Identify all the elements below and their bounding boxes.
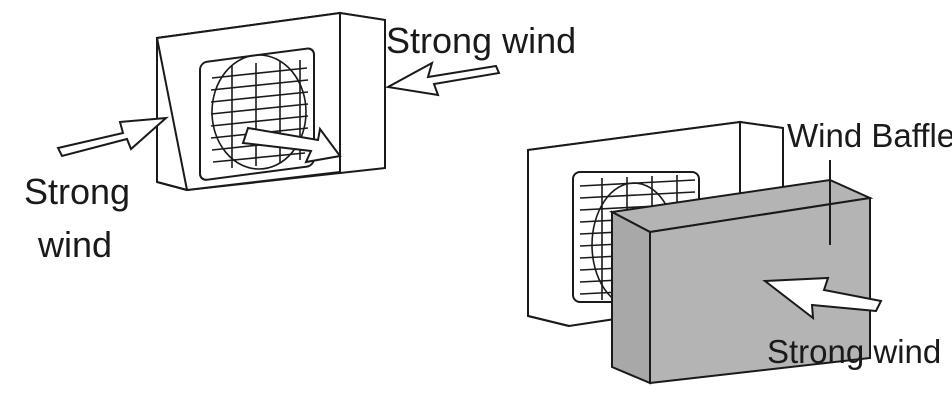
label-wind-baffle: Wind Baffle — [787, 117, 952, 154]
baffle-side-face — [611, 210, 651, 385]
label-strong-wind-left-line1: Strong — [24, 171, 130, 212]
outdoor-unit-left — [155, 11, 386, 192]
wind-arrow-left — [56, 116, 169, 158]
wind-arrow-top-right — [384, 60, 501, 97]
label-strong-wind-bottom: Strong wind — [767, 333, 941, 370]
wind-baffle — [608, 178, 874, 385]
label-strong-wind-left-line2: wind — [37, 224, 112, 265]
label-strong-wind-top: Strong wind — [386, 20, 576, 61]
wind-arrow-baffle — [762, 276, 883, 321]
baffle-front-face — [649, 196, 871, 385]
airflow-out-arrow — [241, 126, 342, 164]
